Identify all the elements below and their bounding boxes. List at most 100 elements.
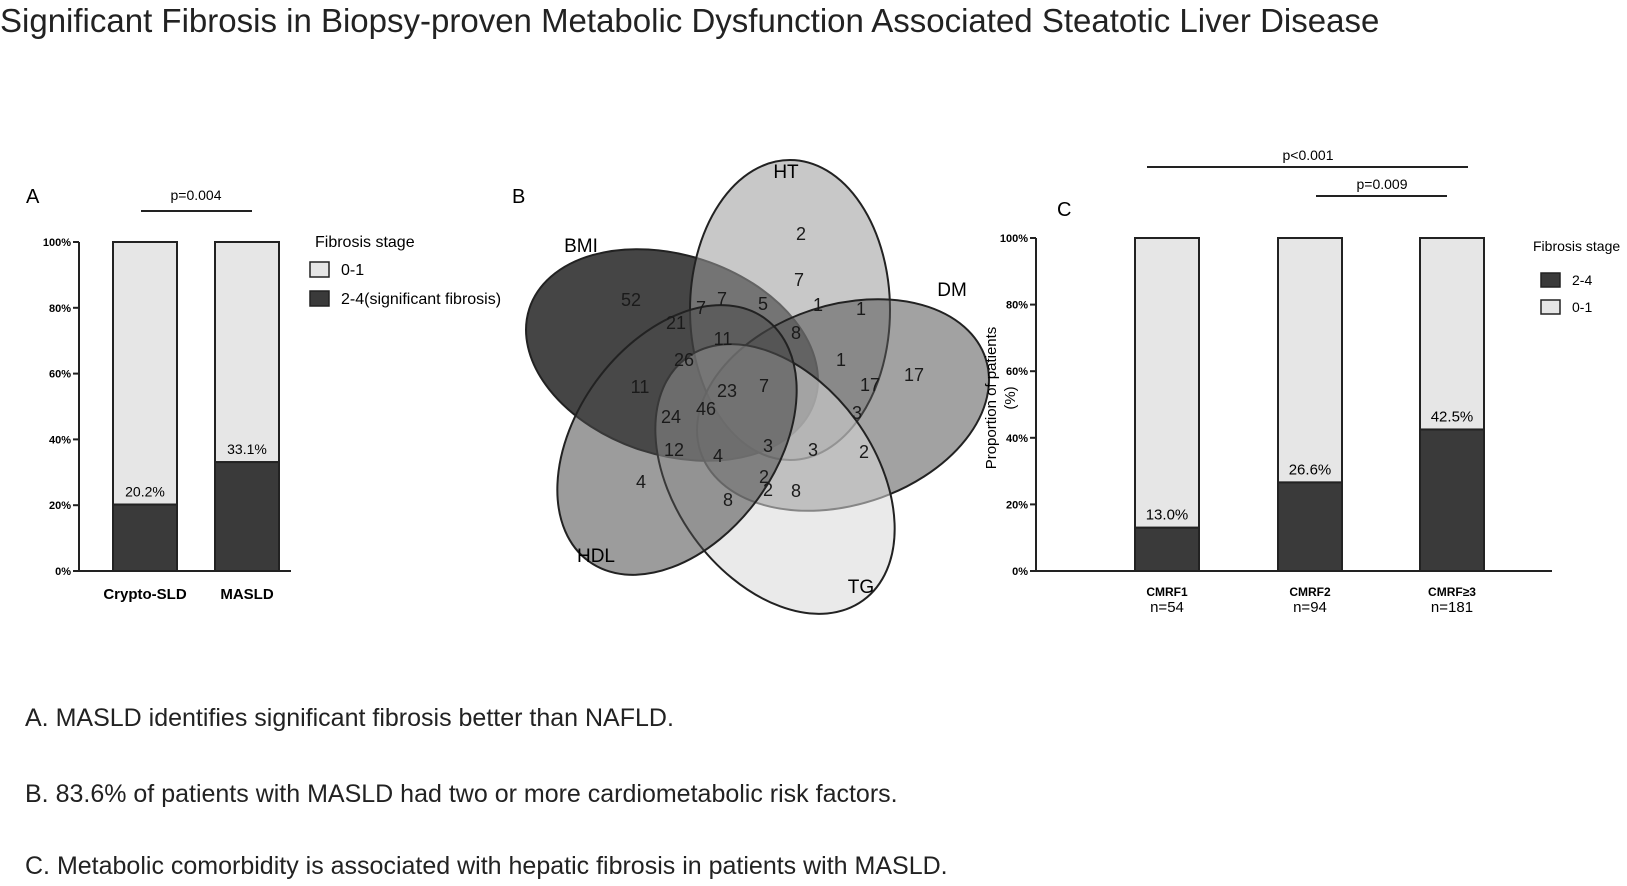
venn-region-count: 2	[796, 224, 806, 244]
caption-a: A. MASLD identifies significant fibrosis…	[25, 704, 674, 732]
venn-region-count: 7	[794, 270, 804, 290]
legend-label-dark: 2-4(significant fibrosis)	[341, 291, 501, 308]
venn-region-count: 17	[904, 365, 924, 385]
y-tick-label: 60%	[1006, 366, 1028, 378]
y-tick-label: 0%	[1012, 566, 1028, 578]
y-tick-label: 80%	[49, 303, 71, 315]
venn-region-count: 2	[859, 442, 869, 462]
venn-region-count: 7	[759, 376, 769, 396]
bar-segment-2-4	[1134, 526, 1200, 573]
bar-segment-0-1	[112, 241, 178, 506]
x-tick-sublabel: n=181	[1431, 599, 1473, 616]
x-tick-sublabel: n=94	[1293, 599, 1327, 616]
bar-segment-0-1	[1134, 237, 1200, 529]
venn-region-count: 52	[621, 290, 641, 310]
y-tick-label: 40%	[1006, 433, 1028, 445]
legend-label-light: 0-1	[341, 262, 364, 279]
y-tick-label: 100%	[1000, 233, 1028, 245]
venn-region-count: 3	[763, 436, 773, 456]
legend-swatch-dark	[1540, 272, 1561, 288]
panel-a-significance: p=0.004	[141, 187, 252, 212]
venn-region-count: 1	[836, 350, 846, 370]
venn-region-count: 8	[723, 490, 733, 510]
venn-set-label: HDL	[577, 546, 615, 567]
venn-region-count: 1	[813, 295, 823, 315]
x-tick-sublabel: n=54	[1150, 599, 1184, 616]
panel-a-letter: A	[26, 186, 40, 208]
y-axis-label-unit: (%)	[1002, 386, 1019, 409]
x-tick-label: CMRF≥3	[1428, 585, 1476, 599]
venn-region-count: 24	[661, 407, 681, 427]
venn-region-count: 21	[666, 313, 686, 333]
y-tick-label: 0%	[55, 566, 71, 578]
y-tick-label: 40%	[49, 434, 71, 446]
legend-label-dark: 2-4	[1572, 272, 1592, 288]
venn-region-count: 23	[717, 381, 737, 401]
venn-region-count: 4	[636, 472, 646, 492]
x-tick-label: CMRF1	[1146, 585, 1188, 599]
venn-region-count: 7	[696, 298, 706, 318]
panel-b-letter: B	[512, 186, 525, 208]
legend-swatch-light	[309, 261, 330, 278]
bar-data-label: 13.0%	[1146, 507, 1189, 524]
p-value-label: p<0.001	[1283, 147, 1334, 163]
venn-set-label: TG	[848, 577, 874, 598]
y-tick-label: 100%	[43, 237, 71, 249]
x-tick-label: CMRF2	[1289, 585, 1331, 599]
panel-c-letter: C	[1057, 199, 1071, 221]
bar-data-label: 20.2%	[125, 484, 165, 500]
venn-region-count: 46	[696, 399, 716, 419]
legend-title: Fibrosis stage	[1533, 238, 1620, 254]
venn-region-count: 26	[674, 350, 694, 370]
bar-data-label: 42.5%	[1431, 408, 1474, 425]
y-tick-label: 20%	[1006, 499, 1028, 511]
venn-region-count: 2	[763, 480, 773, 500]
venn-region-count: 3	[808, 440, 818, 460]
y-tick-label: 20%	[49, 500, 71, 512]
venn-set-label: BMI	[564, 236, 598, 257]
panel-c-legend: Fibrosis stage 2-4 0-1	[1533, 238, 1620, 315]
venn-region-count: 11	[714, 329, 733, 349]
venn-region-count: 8	[791, 323, 801, 343]
bar-data-label: 26.6%	[1289, 461, 1332, 478]
panel-a-legend: Fibrosis stage 0-1 2-4(significant fibro…	[309, 234, 501, 308]
legend-label-light: 0-1	[1572, 299, 1592, 315]
venn-set-label: DM	[937, 280, 967, 301]
venn-region-count: 12	[664, 440, 684, 460]
bar-segment-2-4	[1277, 481, 1343, 572]
venn-region-count: 11	[631, 377, 650, 397]
legend-swatch-light	[1540, 299, 1561, 315]
panel-a-chart: A 0% 20% 40% 60% 80% 100% 20.2% 33.1% Crypto-S…	[26, 186, 501, 603]
p-value-label: p=0.009	[1357, 176, 1408, 192]
bar-segment-0-1	[1277, 237, 1343, 484]
venn-region-count: 5	[758, 294, 768, 314]
bar-segment-0-1	[214, 241, 280, 464]
y-tick-label: 60%	[49, 369, 71, 381]
bar-data-label: 33.1%	[227, 441, 267, 457]
panel-c-significance: p<0.001 p=0.009	[1147, 147, 1468, 197]
panel-c-chart: C 0% 20% 40% 60% 80% 100% 13.0% 26.6% 42.5% CMR…	[983, 147, 1620, 616]
legend-swatch-dark	[309, 290, 330, 307]
venn-region-count: 2	[759, 467, 769, 487]
bar-segment-0-1	[1419, 237, 1485, 431]
legend-title: Fibrosis stage	[315, 234, 415, 251]
venn-region-count: 3	[852, 403, 862, 423]
venn-region-count: 4	[713, 446, 723, 466]
venn-region-count: 7	[717, 289, 727, 309]
figure-title: Significant Fibrosis in Biopsy-proven Me…	[0, 2, 1380, 39]
venn-set-label: HT	[773, 162, 799, 183]
x-tick-label: Crypto-SLD	[103, 586, 186, 603]
venn-region-count: 8	[791, 481, 801, 501]
y-axis-label: Proportion of patients	[983, 327, 1000, 470]
venn-region-count: 1	[856, 299, 866, 319]
bar-segment-2-4	[1419, 428, 1485, 572]
caption-c: C. Metabolic comorbidity is associated w…	[25, 852, 948, 880]
y-tick-label: 80%	[1006, 300, 1028, 312]
bar-segment-2-4	[214, 461, 280, 573]
venn-set-hdl	[556, 304, 798, 576]
caption-b: B. 83.6% of patients with MASLD had two …	[25, 780, 898, 808]
bar-segment-2-4	[112, 503, 178, 572]
p-value-label: p=0.004	[171, 187, 222, 203]
